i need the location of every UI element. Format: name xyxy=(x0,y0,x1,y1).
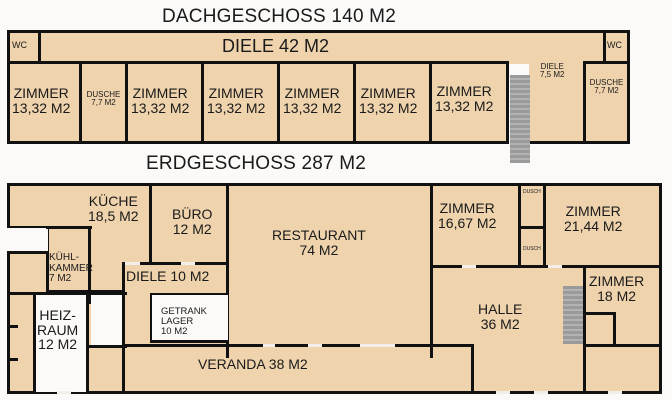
door xyxy=(534,391,548,394)
door xyxy=(125,262,140,265)
room-dg-wc-right: WC xyxy=(603,30,630,64)
wall xyxy=(10,325,18,328)
door xyxy=(360,344,395,347)
wall xyxy=(613,312,616,345)
wall xyxy=(89,345,127,348)
wall xyxy=(46,227,92,229)
wall xyxy=(122,262,228,265)
wall xyxy=(430,183,433,358)
room-label-dusch-2: DUSCH xyxy=(523,246,541,252)
room-label-diele-42: DIELE 42 M2 xyxy=(222,36,330,56)
wall xyxy=(471,344,474,394)
wall xyxy=(122,262,125,392)
room-eg-corridor-white xyxy=(91,295,122,345)
wall xyxy=(33,292,36,394)
wall xyxy=(543,183,546,267)
wall xyxy=(7,251,49,254)
door xyxy=(608,391,622,394)
room-dg-diele-42-right xyxy=(290,30,606,64)
staircase-dg xyxy=(510,75,530,163)
room-label-diele-10: DIELE 10 M2 xyxy=(126,268,210,284)
door xyxy=(462,265,476,268)
wall xyxy=(46,290,124,293)
wall xyxy=(518,183,521,267)
room-eg-getraenkelager xyxy=(150,293,228,343)
door xyxy=(57,391,71,394)
wall xyxy=(583,344,662,347)
wall xyxy=(88,226,91,304)
door xyxy=(308,344,322,347)
room-dg-diele-7-5 xyxy=(529,61,585,144)
door xyxy=(263,344,275,347)
room-eg-small-white xyxy=(7,228,48,251)
room-eg-heizraum xyxy=(36,295,88,392)
door xyxy=(496,391,510,394)
erdgeschoss-title: ERDGESCHOSS 287 M2 xyxy=(146,153,367,174)
wall xyxy=(7,292,127,295)
wall xyxy=(86,292,89,394)
wall xyxy=(583,312,615,315)
wall xyxy=(226,183,229,358)
room-label: WC xyxy=(12,40,27,50)
wall xyxy=(430,265,662,268)
room-label: WC xyxy=(607,40,622,50)
wall xyxy=(123,344,474,347)
wall xyxy=(88,229,91,262)
door xyxy=(548,265,562,268)
wall xyxy=(583,265,586,394)
room-label-dusch-1: DUSCH xyxy=(523,189,541,195)
dachgeschoss-title: DACHGESCHOSS 140 M2 xyxy=(162,6,396,27)
wall xyxy=(10,358,18,361)
door xyxy=(181,262,195,265)
floor-eg-outline xyxy=(7,183,662,394)
wall xyxy=(518,226,546,229)
wall xyxy=(46,226,49,292)
staircase-eg xyxy=(563,286,583,344)
wall xyxy=(149,183,152,263)
room-dg-wc-left: WC xyxy=(7,30,41,64)
room-label-veranda: VERANDA 38 M2 xyxy=(198,356,308,372)
